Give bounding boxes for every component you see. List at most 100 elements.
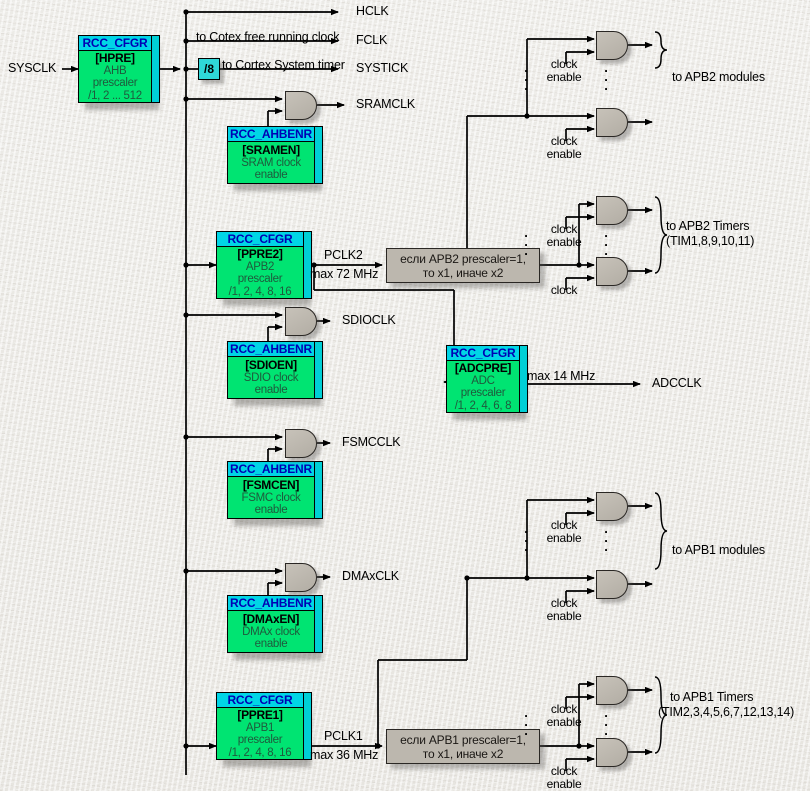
- gate-body: [596, 31, 628, 60]
- gate-caption-apb1-timer-1-line1: clock: [550, 702, 578, 716]
- note-line-2: то x1, иначе x2: [422, 265, 504, 280]
- output-label-adcclk: ADCCLK: [652, 376, 702, 390]
- register-name: RCC_CFGR: [79, 36, 151, 51]
- and-gate-apb2-module-1: [596, 31, 632, 64]
- block-desc-line-3: /1, 2, 4, 8, 16: [228, 285, 292, 298]
- group-label-apb1-timers-line2: (TIM2,3,4,5,6,7,12,13,14): [658, 705, 795, 719]
- wire-label-pclk2: PCLK2: [324, 248, 363, 262]
- gate-caption-apb1-timer-1-line2: enable: [546, 715, 582, 729]
- register-block-ppre1[interactable]: RCC_CFGR [PPRE1] APB1 prescaler /1, 2, 4…: [216, 692, 312, 767]
- gate-body: [596, 570, 628, 599]
- register-name: RCC_CFGR: [447, 346, 519, 361]
- note-line-1: если APB2 prescaler=1,: [400, 251, 526, 266]
- block-body: [SDIOEN] SDIO clock enable: [228, 357, 314, 398]
- register-block-ppre2[interactable]: RCC_CFGR [PPRE2] APB2 prescaler /1, 2, 4…: [216, 231, 312, 306]
- and-gate-fsmcclk: [285, 429, 321, 462]
- bitfield-name: [FSMCEN]: [242, 478, 300, 493]
- register-name: RCC_AHBENR: [228, 342, 314, 357]
- block-body: [ADCPRE] ADC prescaler /1, 2, 4, 6, 8: [447, 361, 519, 412]
- block-desc-line-2: prescaler: [237, 273, 283, 285]
- gate-caption-apb2-timer-1-line1: clock: [550, 222, 578, 236]
- gate-body: [596, 738, 628, 767]
- block-front-card: RCC_CFGR [HPRE] AHB prescaler /1, 2 ... …: [78, 35, 152, 103]
- output-label-systick: SYSTICK: [356, 61, 409, 75]
- sysclk-label: SYSCLK: [8, 61, 57, 75]
- block-front-card: RCC_CFGR [PPRE1] APB1 prescaler /1, 2, 4…: [216, 692, 304, 760]
- ellipsis-apb2-modules-right: ...: [604, 60, 608, 93]
- gate-caption-apb2-module-1-line1: clock: [550, 57, 578, 71]
- gate-caption-apb1-module-n-line2: enable: [546, 609, 582, 623]
- and-gate-sdioclk: [285, 307, 321, 340]
- block-desc-line-2: enable: [254, 169, 288, 182]
- register-block-dmaxen[interactable]: RCC_AHBENR [DMAxEN] DMAx clock enable: [227, 595, 323, 660]
- output-label-hclk: HCLK: [356, 4, 389, 18]
- block-desc-line-1: SRAM clock: [241, 156, 301, 169]
- block-body: [DMAxEN] DMAx clock enable: [228, 611, 314, 652]
- output-label-sramclk: SRAMCLK: [356, 97, 416, 111]
- register-block-fsmcen[interactable]: RCC_AHBENR [FSMCEN] FSMC clock enable: [227, 461, 323, 526]
- ellipsis-apb1-timers-right: ...: [604, 705, 608, 738]
- bitfield-name: [HPRE]: [95, 51, 135, 65]
- bitfield-name: [ADCPRE]: [454, 361, 512, 375]
- and-gate-apb1-timer-1: [596, 676, 632, 709]
- ellipsis-apb2-timers-left: ...: [524, 225, 528, 258]
- divider-by-8[interactable]: /8: [198, 58, 224, 84]
- gate-caption-apb2-module-1-line2: enable: [546, 70, 582, 84]
- group-label-apb2-timers-line1: to APB2 Timers: [666, 219, 750, 233]
- gate-body: [596, 257, 628, 286]
- output-label-sdioclk: SDIOCLK: [342, 313, 396, 327]
- block-body: [PPRE2] APB2 prescaler /1, 2, 4, 8, 16: [217, 247, 303, 298]
- gate-body: [285, 91, 317, 120]
- block-body: [HPRE] AHB prescaler /1, 2 ... 512: [79, 51, 151, 102]
- block-desc-line-1: DMAx clock: [242, 625, 300, 638]
- block-desc-line-2: prescaler: [460, 387, 506, 399]
- note-line-1: если APB1 prescaler=1,: [400, 732, 526, 747]
- register-name: RCC_AHBENR: [228, 596, 314, 611]
- block-front-card: RCC_AHBENR [SRAMEN] SRAM clock enable: [227, 126, 315, 184]
- note-card: если APB2 prescaler=1, то x1, иначе x2: [386, 248, 540, 283]
- register-name: RCC_AHBENR: [228, 127, 314, 142]
- gate-body: [596, 108, 628, 137]
- block-front-card: RCC_CFGR [ADCPRE] ADC prescaler /1, 2, 4…: [446, 345, 520, 413]
- note-apb1-multiplier: если APB1 prescaler=1, то x1, иначе x2: [386, 729, 545, 769]
- block-body: [SRAMEN] SRAM clock enable: [228, 142, 314, 183]
- bitfield-name: [PPRE2]: [237, 247, 283, 261]
- ellipsis-apb2-timers-right: ...: [604, 225, 608, 258]
- ellipsis-apb1-timers-left: ...: [524, 705, 528, 738]
- gate-body: [596, 492, 628, 521]
- bitfield-name: [DMAxEN]: [242, 612, 300, 627]
- wire-label-cortex-system-timer: to Cortex System timer: [222, 58, 345, 72]
- gate-caption-apb2-timer-n-line1: clock: [550, 283, 578, 297]
- note-line-2: то x1, иначе x2: [422, 746, 504, 761]
- ellipsis-apb2-modules-left: ...: [524, 60, 528, 93]
- block-desc-line-1: APB1: [245, 721, 275, 734]
- register-block-hpre[interactable]: RCC_CFGR [HPRE] AHB prescaler /1, 2 ... …: [78, 35, 160, 110]
- and-gate-sramclk: [285, 91, 321, 124]
- gate-body: [596, 196, 628, 225]
- gate-body: [285, 429, 317, 458]
- block-desc-line-2: enable: [254, 638, 288, 651]
- block-desc-line-3: /1, 2, 4, 6, 8: [454, 399, 512, 412]
- group-label-apb2-timers-line2: (TIM1,8,9,10,11): [666, 234, 755, 248]
- gate-body: [285, 563, 317, 592]
- bitfield-name: [SDIOEN]: [245, 358, 297, 373]
- and-gate-apb1-module-n: [596, 570, 632, 603]
- block-desc-line-1: FSMC clock: [241, 491, 301, 504]
- block-desc-line-2: prescaler: [237, 734, 283, 746]
- gate-caption-apb1-timer-n-line1: clock: [550, 764, 578, 778]
- block-body: [PPRE1] APB1 prescaler /1, 2, 4, 8, 16: [217, 708, 303, 759]
- note-card: если APB1 prescaler=1, то x1, иначе x2: [386, 729, 540, 764]
- and-gate-apb1-timer-n: [596, 738, 632, 771]
- note-apb2-multiplier: если APB2 prescaler=1, то x1, иначе x2: [386, 248, 545, 288]
- output-label-fsmcclk: FSMCCLK: [342, 435, 401, 449]
- bitfield-name: [SRAMEN]: [242, 143, 300, 158]
- and-gate-apb2-timer-1: [596, 196, 632, 229]
- register-block-sdioen[interactable]: RCC_AHBENR [SDIOEN] SDIO clock enable: [227, 341, 323, 406]
- block-body: [FSMCEN] FSMC clock enable: [228, 477, 314, 518]
- block-desc-line-1: APB2: [245, 260, 275, 273]
- and-gate-apb1-module-1: [596, 492, 632, 525]
- block-desc-line-1: AHB: [103, 64, 127, 77]
- register-block-sramen[interactable]: RCC_AHBENR [SRAMEN] SRAM clock enable: [227, 126, 323, 191]
- register-block-adcpre[interactable]: RCC_CFGR [ADCPRE] ADC prescaler /1, 2, 4…: [446, 345, 528, 420]
